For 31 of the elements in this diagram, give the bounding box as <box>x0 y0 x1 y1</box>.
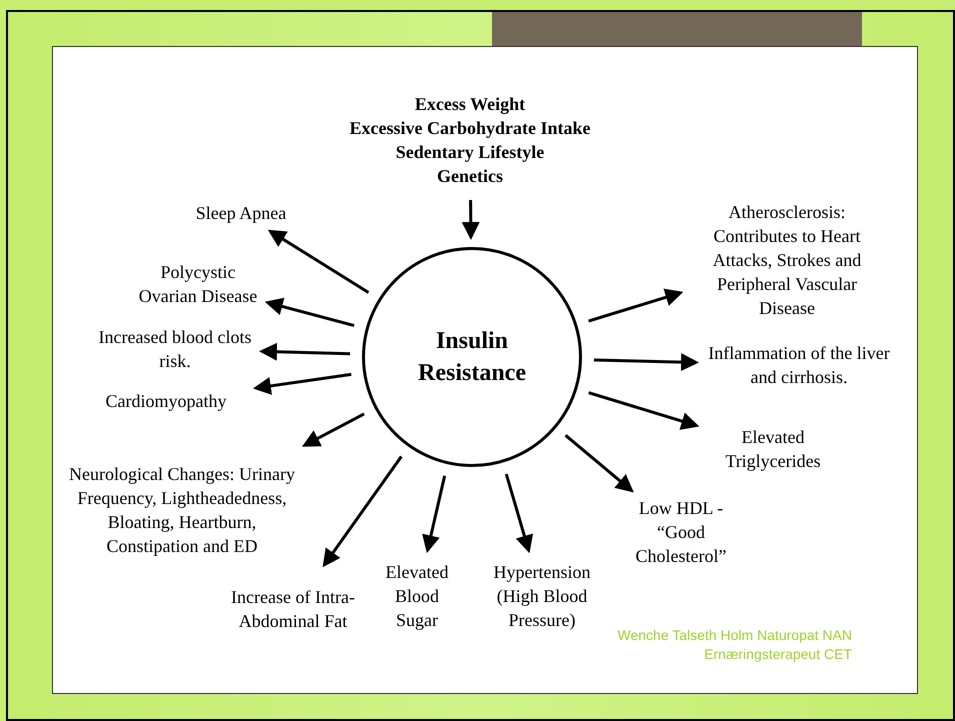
effect-label: Sleep Apnea <box>196 202 286 225</box>
arrow <box>252 372 352 395</box>
arrow <box>564 434 634 492</box>
arrow <box>268 230 370 294</box>
arrow <box>588 288 684 323</box>
arrow <box>588 391 700 430</box>
arrow <box>594 353 699 372</box>
arrow <box>462 200 480 240</box>
effect-label: Increased blood clots risk. <box>98 326 252 373</box>
effect-label: Hypertension (High Blood Pressure) <box>492 561 592 632</box>
effect-label: Low HDL - “Good Cholesterol” <box>634 497 728 568</box>
arrow <box>264 298 354 328</box>
arrow <box>422 476 446 554</box>
author-note: Ernæringsterapeut CET <box>704 645 852 664</box>
author-note: Wenche Talseth Holm Naturopat NAN <box>618 626 852 645</box>
cause-label: Sedentary Lifestyle <box>396 141 544 164</box>
effect-label: Inflammation of the liver and cirrhosis. <box>707 342 891 389</box>
cause-label: Genetics <box>437 165 503 188</box>
effect-label: Increase of Intra-Abdominal Fat <box>230 586 356 633</box>
effect-label: Neurological Changes: Urinary Frequency, Lightheadedness, Bloating, Heartburn, Constipation and ED <box>68 463 296 558</box>
effect-label: Polycystic Ovarian Disease <box>138 261 258 308</box>
effect-label: Elevated Triglycerides <box>724 426 822 473</box>
cause-label: Excess Weight <box>414 93 526 116</box>
effect-label: Cardiomyopathy <box>106 390 226 413</box>
arrow <box>504 474 534 554</box>
arrow <box>259 342 350 361</box>
circle-label: Insulin Resistance <box>417 327 527 388</box>
effect-label: Atherosclerosis: Contributes to Heart Attacks, Strokes and Peripheral Vascular Disease <box>712 201 862 320</box>
arrow <box>322 456 403 568</box>
effect-label: Elevated Blood Sugar <box>384 561 450 632</box>
cause-label: Excessive Carbohydrate Intake <box>350 117 590 140</box>
